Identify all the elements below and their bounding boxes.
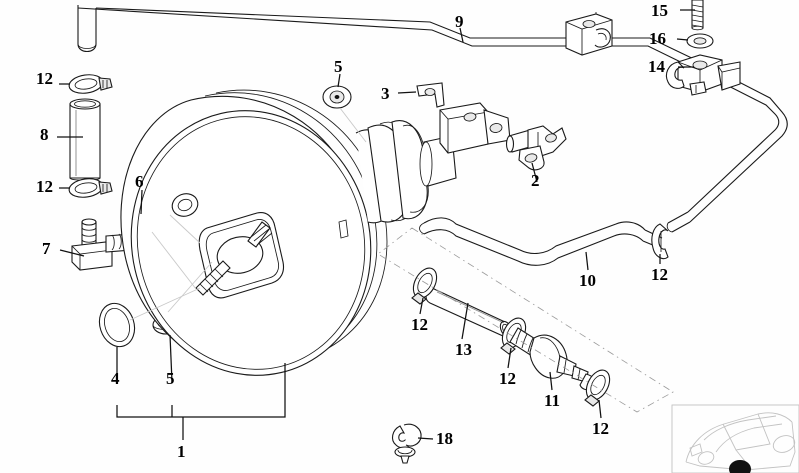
part-12-clamp-hose10-pipe9 <box>651 223 669 260</box>
part-7-vacuum-connector-elbow <box>71 218 137 271</box>
callout-18: 18 <box>436 429 453 448</box>
part-1-brake-servo-unit <box>120 89 457 376</box>
callout-5-upper: 5 <box>334 57 343 76</box>
part-4-sealing-ring <box>98 302 136 348</box>
part-9-vacuum-pipe <box>77 5 788 233</box>
callout-1: 1 <box>177 442 186 461</box>
callout-12-top-left: 12 <box>36 69 53 88</box>
vehicle-location-inset <box>671 404 799 473</box>
callout-10: 10 <box>579 271 596 290</box>
callout-8: 8 <box>40 125 49 144</box>
part-12-clamp-top-left <box>68 74 113 94</box>
part-18-retaining-clip <box>391 423 422 464</box>
callout-14: 14 <box>648 57 665 76</box>
callout-12-left-lower: 12 <box>36 177 53 196</box>
callout-12-hose13-left: 12 <box>411 315 428 334</box>
callout-15: 15 <box>651 1 668 20</box>
callout-4: 4 <box>111 369 120 388</box>
callout-11: 11 <box>544 391 561 410</box>
reference-plane-dashed <box>377 227 674 413</box>
callout-13: 13 <box>455 340 472 359</box>
part-14-pipe-clamp-bracket <box>665 54 741 96</box>
part-2-fork-pin-clevis <box>505 125 567 171</box>
callout-16: 16 <box>649 29 666 48</box>
part-11-non-return-valve <box>509 327 597 391</box>
callout-5-lower: 5 <box>166 369 175 388</box>
callout-7: 7 <box>42 239 51 258</box>
part-8-rubber-sleeve <box>69 98 101 181</box>
part-5-grommet-upper <box>322 85 352 109</box>
callout-12-hose-right: 12 <box>651 265 668 284</box>
part-10-vacuum-hose <box>419 217 663 266</box>
callout-6: 6 <box>135 172 144 191</box>
part-15-hex-bolt <box>691 0 704 31</box>
callout-12-hose13-right: 12 <box>499 369 516 388</box>
leader-lines <box>57 9 695 440</box>
part-12-clamp-valve-right <box>584 369 611 407</box>
part-16-washer <box>686 33 714 49</box>
callout-9: 9 <box>455 12 464 31</box>
callout-12-valve-right: 12 <box>592 419 609 438</box>
part-13-connecting-hose <box>425 287 513 338</box>
part-3-mounting-bracket <box>416 82 511 154</box>
callout-3: 3 <box>381 84 390 103</box>
part-upper-clamp-bracket <box>565 12 613 56</box>
part-12-clamp-lower-left <box>68 178 113 198</box>
callout-2: 2 <box>531 171 540 190</box>
